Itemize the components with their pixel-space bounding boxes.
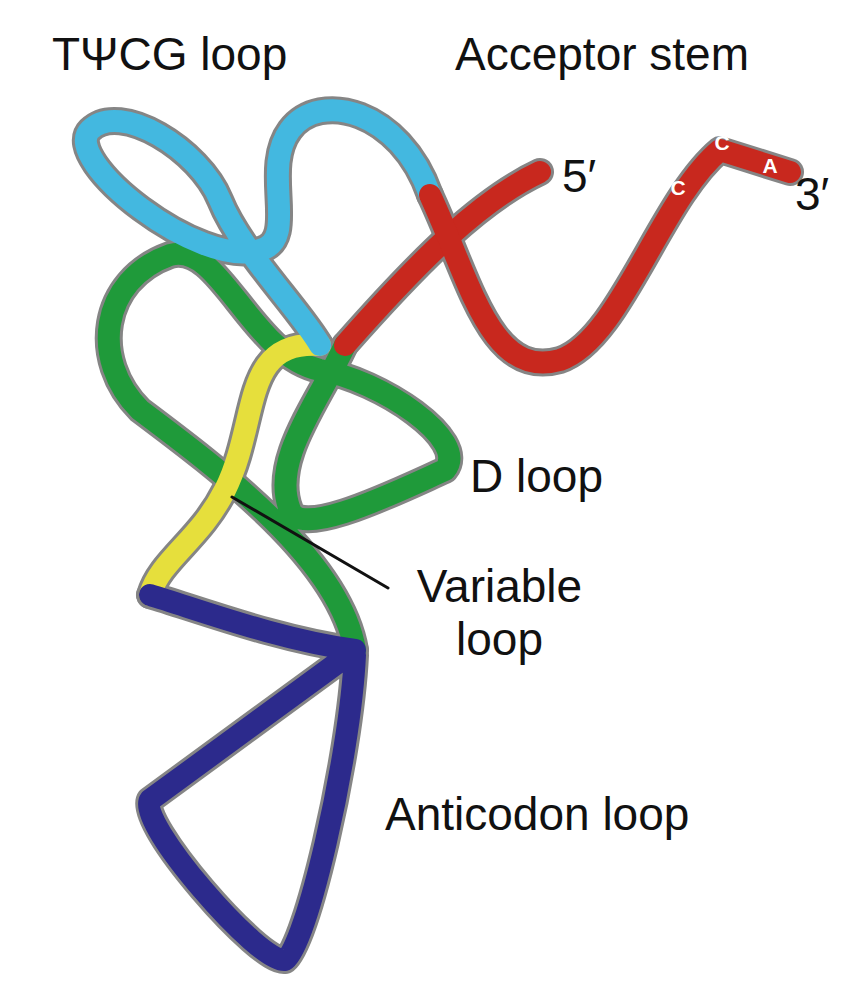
nucleotide-label: C	[714, 131, 729, 155]
anticodon-tube	[149, 595, 355, 960]
end-label: 3′	[795, 168, 829, 221]
loop-label: Anticodon loop	[385, 788, 689, 841]
stem-label: Acceptor stem	[455, 28, 749, 81]
nucleotide-label: A	[762, 154, 777, 178]
loop-label: TΨCG loop	[52, 28, 287, 81]
variable-loop-tube	[150, 345, 320, 595]
loop-label: Variable loop	[392, 560, 607, 666]
leader-line	[232, 497, 388, 588]
nucleotide-label: C	[670, 176, 685, 200]
loop-label: D loop	[470, 450, 603, 503]
end-label: 5′	[562, 150, 596, 203]
acceptor-tube	[430, 150, 790, 363]
